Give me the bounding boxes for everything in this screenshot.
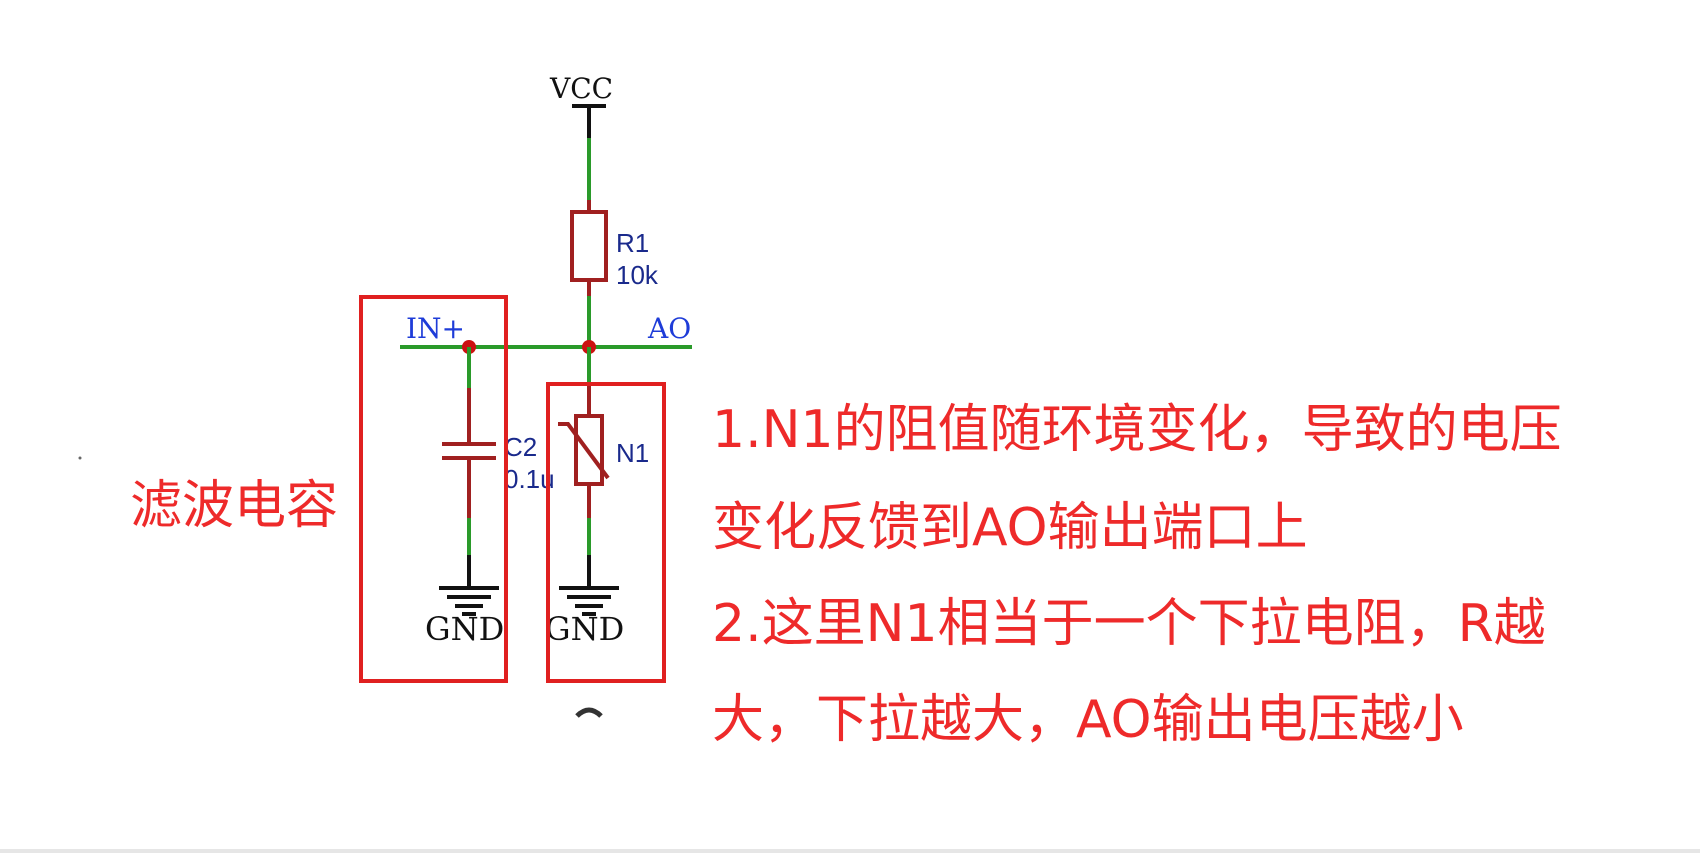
note-line-3: 2.这里N1相当于一个下拉电阻，R越 xyxy=(712,594,1546,654)
gnd-label-left: GND xyxy=(425,610,504,648)
vcc-power-symbol: VCC xyxy=(549,72,613,138)
note-line-2: 变化反馈到AO输出端口上 xyxy=(712,498,1308,558)
gnd-label-right: GND xyxy=(545,610,624,648)
n1-ref-label: N1 xyxy=(616,438,649,468)
r1-value-label: 10k xyxy=(616,260,659,290)
thermistor-n1 xyxy=(558,382,610,518)
stray-dot xyxy=(78,456,82,460)
vcc-label: VCC xyxy=(549,72,613,105)
ground-symbol-right xyxy=(559,586,619,616)
note-line-1: 1.N1的阻值随环境变化，导致的电压 xyxy=(712,400,1562,460)
bottom-divider xyxy=(0,849,1700,853)
c2-ref-label: C2 xyxy=(504,432,537,462)
stray-mark xyxy=(575,707,603,718)
ao-net-label: AO xyxy=(647,312,691,345)
in-plus-net-label: IN+ xyxy=(406,312,465,345)
capacitor-c2 xyxy=(442,388,496,518)
note-line-4: 大，下拉越大，AO输出电压越小 xyxy=(712,690,1464,750)
highlight-box-n1 xyxy=(546,382,666,683)
resistor-r1 xyxy=(570,200,608,296)
ground-symbol-left xyxy=(439,586,499,616)
filter-capacitor-annotation: 滤波电容 xyxy=(130,476,339,536)
r1-ref-label: R1 xyxy=(616,228,649,258)
highlight-box-filter-cap xyxy=(359,295,508,683)
